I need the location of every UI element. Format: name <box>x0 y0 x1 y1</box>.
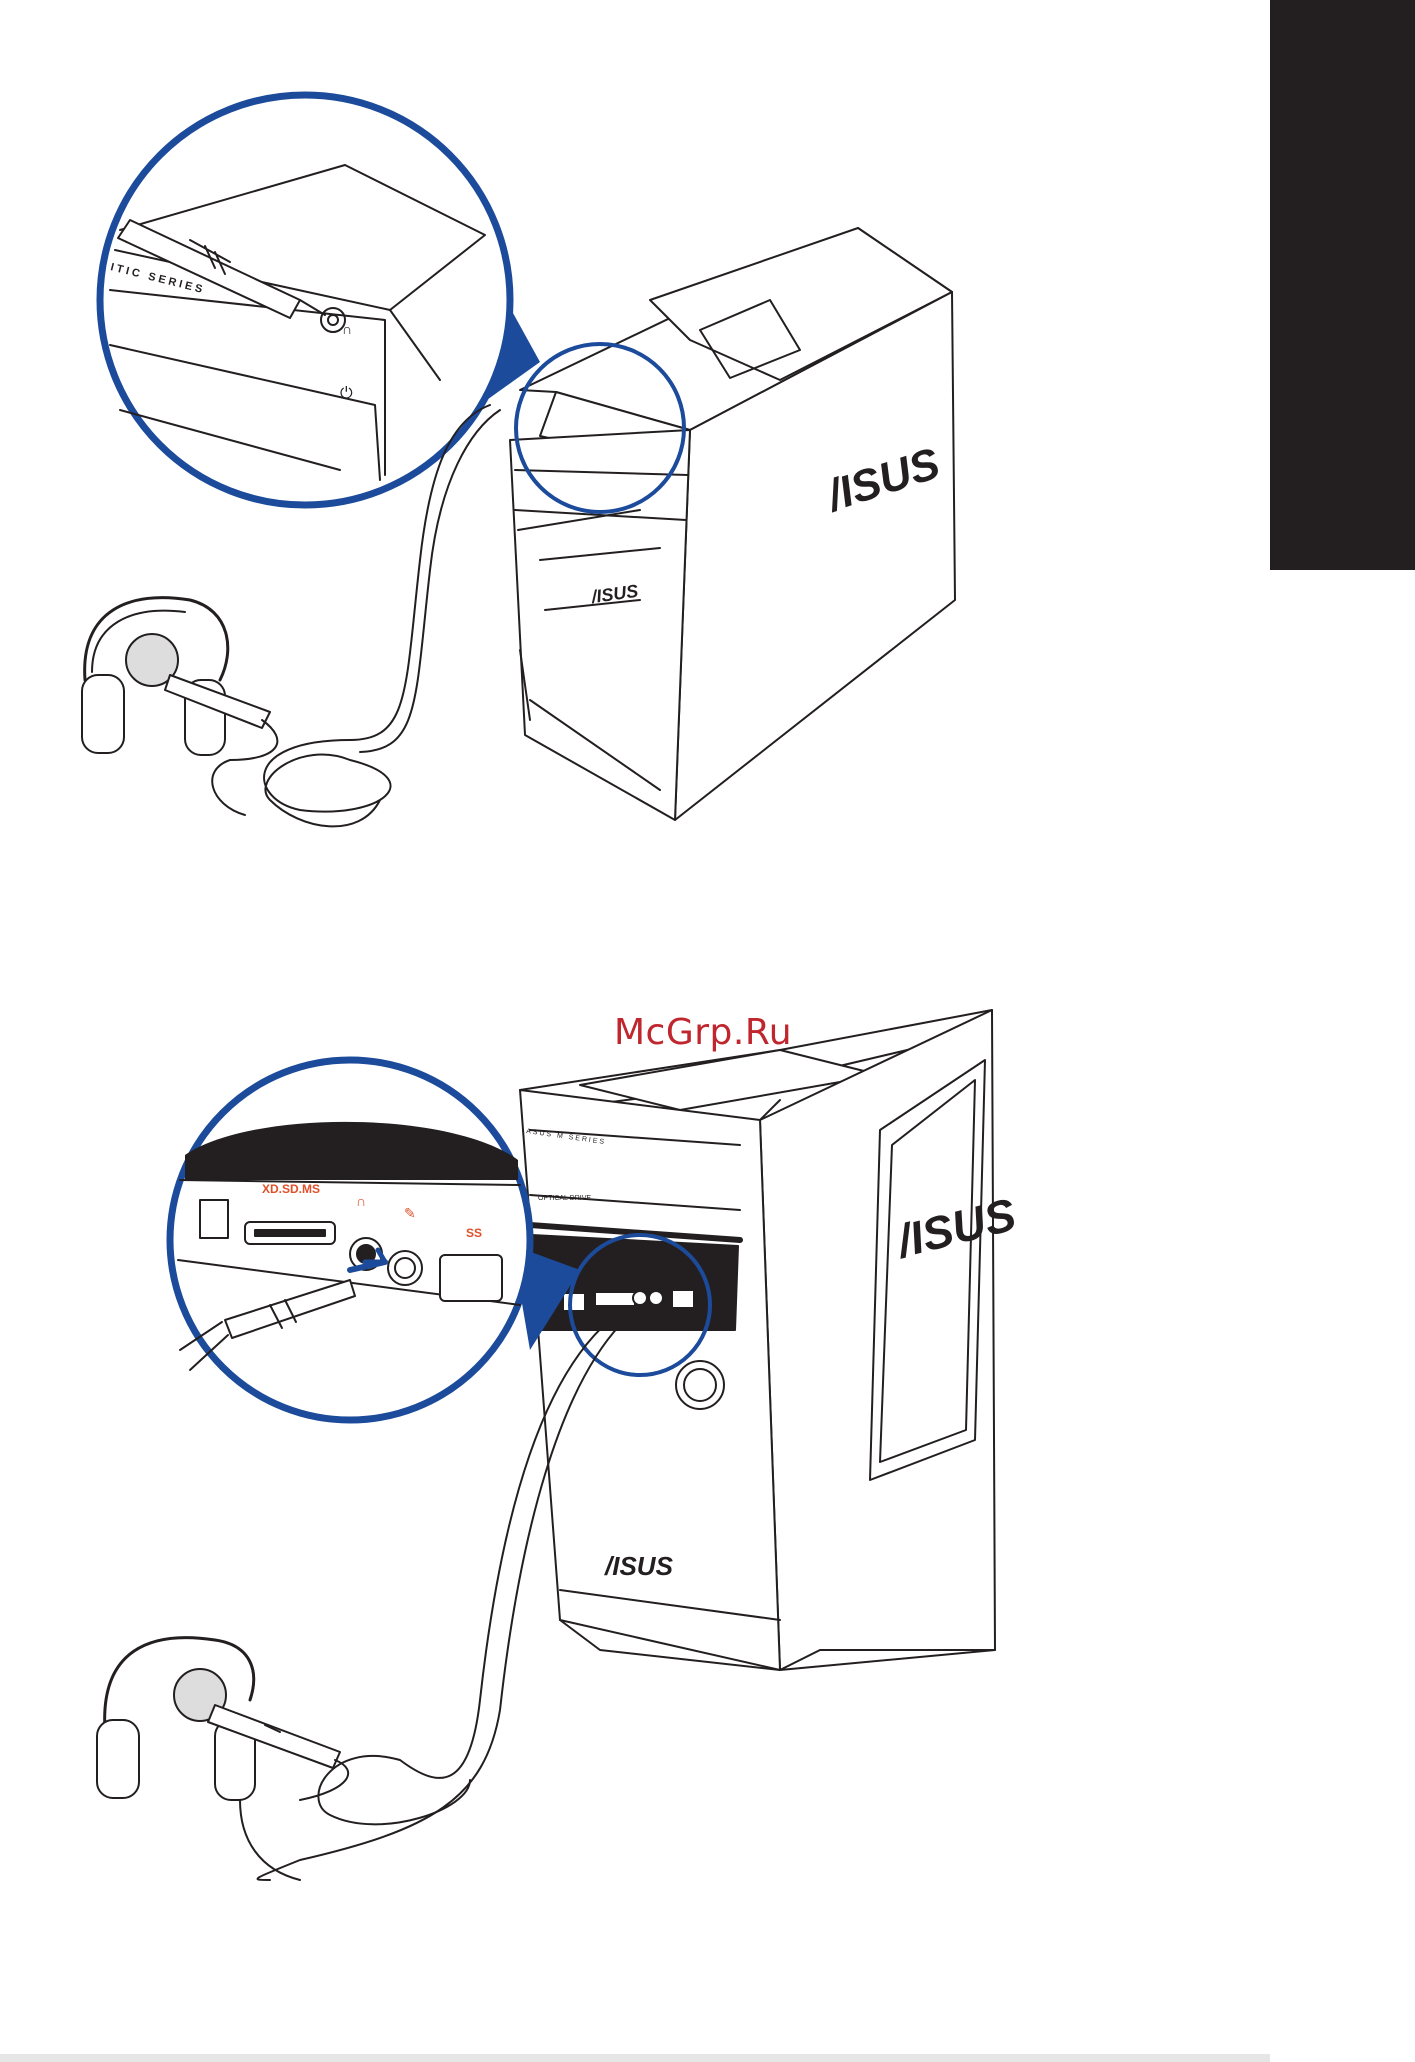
headphone-label: ∩ <box>356 1193 366 1209</box>
top-headset-mic <box>82 598 277 815</box>
usb-label: SS <box>466 1226 482 1240</box>
bottom-zoom-circle: XD.SD.MS ∩ ✎ SS <box>170 1060 530 1420</box>
mic-label: ✎ <box>404 1205 416 1221</box>
power-symbol: ⏻ <box>340 385 353 402</box>
side-tab <box>1270 0 1415 570</box>
bottom-headset-mic <box>97 1638 348 1880</box>
page-footer-bar <box>0 2054 1270 2062</box>
card-reader-label: XD.SD.MS <box>262 1182 320 1196</box>
top-desktop-case <box>510 228 955 820</box>
watermark: McGrp.Ru <box>614 1012 792 1053</box>
headphone-symbol: ∩ <box>342 321 352 337</box>
asus-front-logo: /ISUS <box>604 1551 674 1581</box>
optical-label: OPTICAL DRIVE <box>538 1195 591 1202</box>
